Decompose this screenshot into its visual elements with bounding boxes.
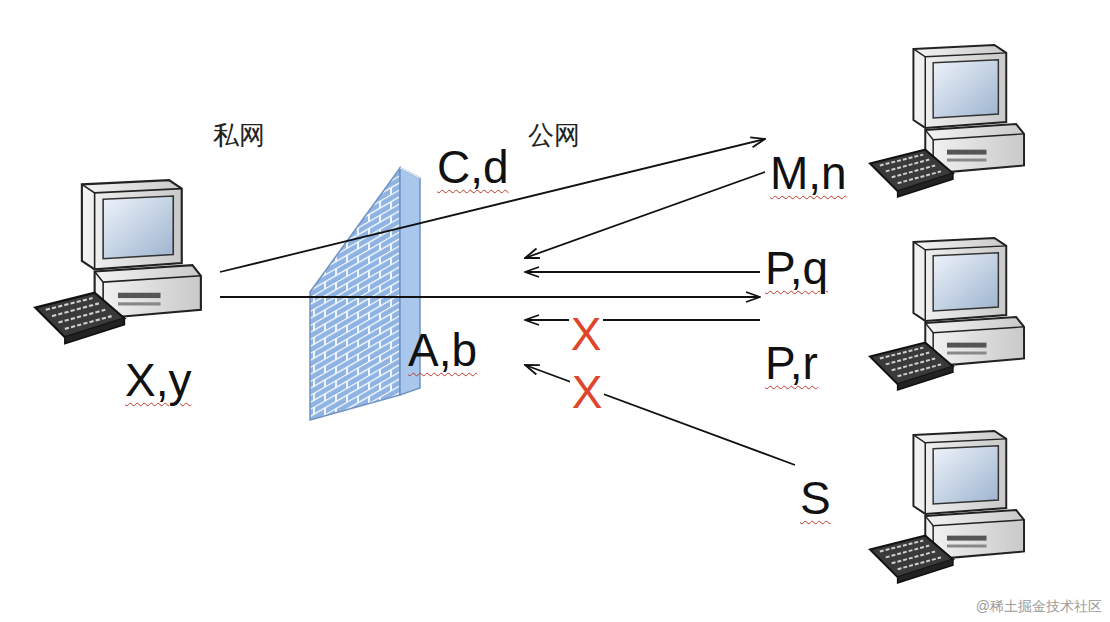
address-label: A,b xyxy=(408,325,477,376)
host-node: S xyxy=(795,425,1030,595)
firewall-wall xyxy=(310,168,420,420)
address-label: P,q xyxy=(765,243,828,294)
computer-icon xyxy=(870,431,1024,583)
flow-arrow xyxy=(525,319,760,321)
blocked-mark: X xyxy=(569,311,604,357)
host-node: P,qP,r xyxy=(760,235,1030,395)
computer-icon xyxy=(35,180,201,344)
address-label: X,y xyxy=(125,355,191,406)
region-label: 公网 xyxy=(528,118,580,153)
host-node: C,dA,b xyxy=(305,140,525,425)
address-label: C,d xyxy=(437,142,509,193)
computer-icon xyxy=(870,238,1024,390)
flow-arrow xyxy=(525,365,795,465)
host-node: M,n xyxy=(765,40,1030,215)
flow-arrow xyxy=(220,296,760,298)
address-label: P,r xyxy=(765,338,818,389)
address-label: S xyxy=(800,473,831,524)
address-label: M,n xyxy=(770,148,847,199)
flow-arrow xyxy=(525,271,760,273)
watermark: @稀土掘金技术社区 xyxy=(976,598,1102,616)
flow-arrow xyxy=(220,139,765,272)
blocked-mark: X xyxy=(570,369,605,415)
host-node: X,y xyxy=(20,180,220,420)
computer-icon xyxy=(870,45,1024,197)
flow-arrow xyxy=(525,172,765,258)
region-label: 私网 xyxy=(213,118,265,153)
